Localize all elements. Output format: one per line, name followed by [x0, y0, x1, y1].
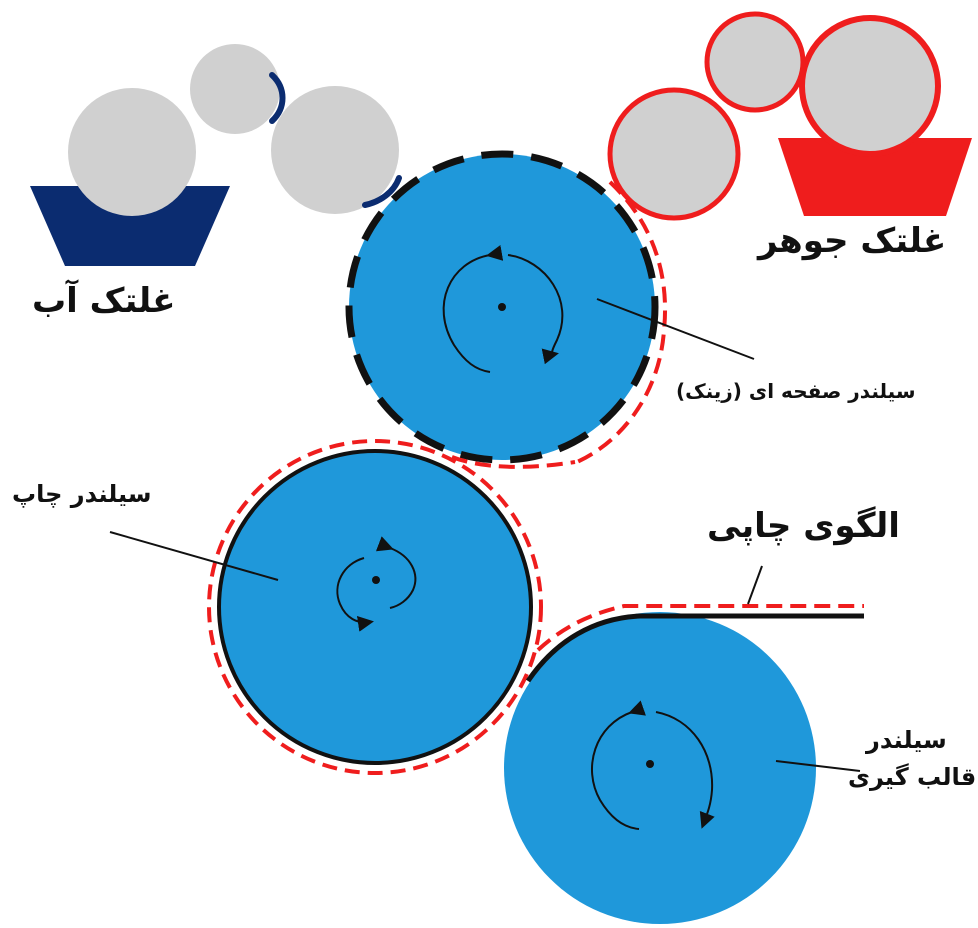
forming-cylinder-center: [646, 760, 654, 768]
impression-cylinder-ink-ring: [207, 439, 543, 775]
plate-cylinder-dashed-outline: [345, 150, 659, 464]
forming-label-leader: [775, 760, 861, 772]
water-film-arc-1: [269, 72, 286, 124]
plate-cylinder-center: [498, 303, 506, 311]
plate-ink-film: [576, 180, 667, 464]
ink-roller-label: غلتک جوهر: [758, 221, 947, 261]
plate-ink-film-bottom: [451, 455, 576, 469]
ink-roller-contact: [607, 87, 741, 221]
impression-cylinder-center: [372, 576, 380, 584]
plate-rotation-arrow-2: [507, 254, 564, 365]
water-roller-small: [190, 44, 280, 134]
plate-cylinder-label: سیلندر صفحه ای (زینک): [676, 379, 916, 403]
water-film-arc-2: [362, 175, 402, 208]
forming-cylinder-label-line1: سیلندر: [866, 726, 947, 754]
water-roller-large: [68, 88, 196, 216]
printing-pattern-dashed: [536, 604, 864, 652]
water-tray: [30, 186, 230, 266]
impression-rotation-arrow-2: [375, 536, 417, 609]
forming-cylinder: [504, 612, 816, 924]
pattern-label-leader: [747, 565, 763, 605]
forming-rotation-arrow-1: [591, 700, 646, 830]
printing-pattern-label: الگوی چاپی: [707, 506, 900, 546]
forming-cylinder-label-line2: قالب گیری: [848, 763, 977, 791]
plate-rotation-arrow-1: [442, 245, 504, 373]
forming-rotation-arrow-2: [655, 711, 715, 829]
plate-label-leader: [596, 298, 755, 360]
ink-roller-large: [799, 15, 941, 157]
impression-rotation-arrow-1: [336, 557, 374, 632]
paper-sheet: [525, 613, 864, 683]
water-roller-contact: [271, 86, 399, 214]
water-roller-label: غلتک آب: [32, 281, 176, 321]
impression-label-leader: [109, 531, 279, 581]
ink-roller-small: [704, 11, 806, 113]
ink-tray: [778, 138, 972, 216]
impression-cylinder: [217, 449, 533, 765]
impression-cylinder-label: سیلندر چاپ: [12, 480, 152, 508]
